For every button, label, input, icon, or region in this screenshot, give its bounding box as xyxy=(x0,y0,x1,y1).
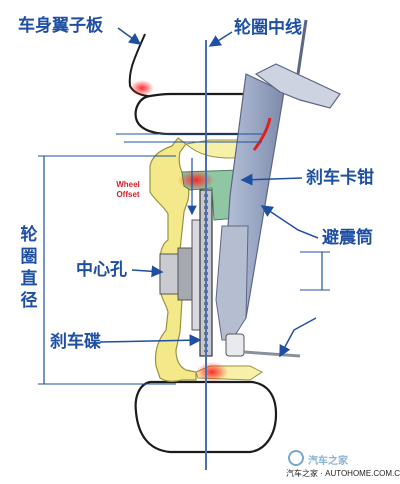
lower-arm xyxy=(243,350,301,358)
shock-label: 避震筒 xyxy=(322,228,373,248)
hub-inner xyxy=(177,247,193,301)
ball-joint xyxy=(225,333,245,357)
rim-centerline-label: 轮圈中线 xyxy=(234,18,302,38)
centerline-arrow xyxy=(208,31,233,47)
caliper-arrow xyxy=(240,173,303,186)
knuckle xyxy=(215,225,249,341)
fender-hotspot xyxy=(130,80,154,96)
hub-arrow xyxy=(131,265,164,278)
hub-flange xyxy=(191,219,201,331)
hub-block xyxy=(159,253,179,295)
shock-arrow xyxy=(260,205,319,239)
hot-edge xyxy=(252,117,272,151)
watermark-logo-mark xyxy=(288,450,304,466)
rotor-label: 刹车碟 xyxy=(50,332,101,352)
caliper-label: 刹车卡钳 xyxy=(306,168,374,188)
rotor-arrow xyxy=(99,334,202,347)
watermark-site-text: 汽车之家 · AUTOHOME.COM.CN xyxy=(286,469,400,478)
watermark-logo-text: 汽车之家 xyxy=(308,456,348,467)
rim-diameter-label: 轮圈直径 xyxy=(20,225,38,311)
fender-label: 车身翼子板 xyxy=(18,16,103,36)
bottom-hotspot xyxy=(196,362,228,382)
strut-mount xyxy=(254,63,341,109)
arm-arrow xyxy=(279,317,317,358)
fender-arrow xyxy=(117,27,142,45)
strut-rod xyxy=(296,19,308,75)
hub-hole-label: 中心孔 xyxy=(76,260,127,280)
caliper-hotspot xyxy=(178,170,214,190)
